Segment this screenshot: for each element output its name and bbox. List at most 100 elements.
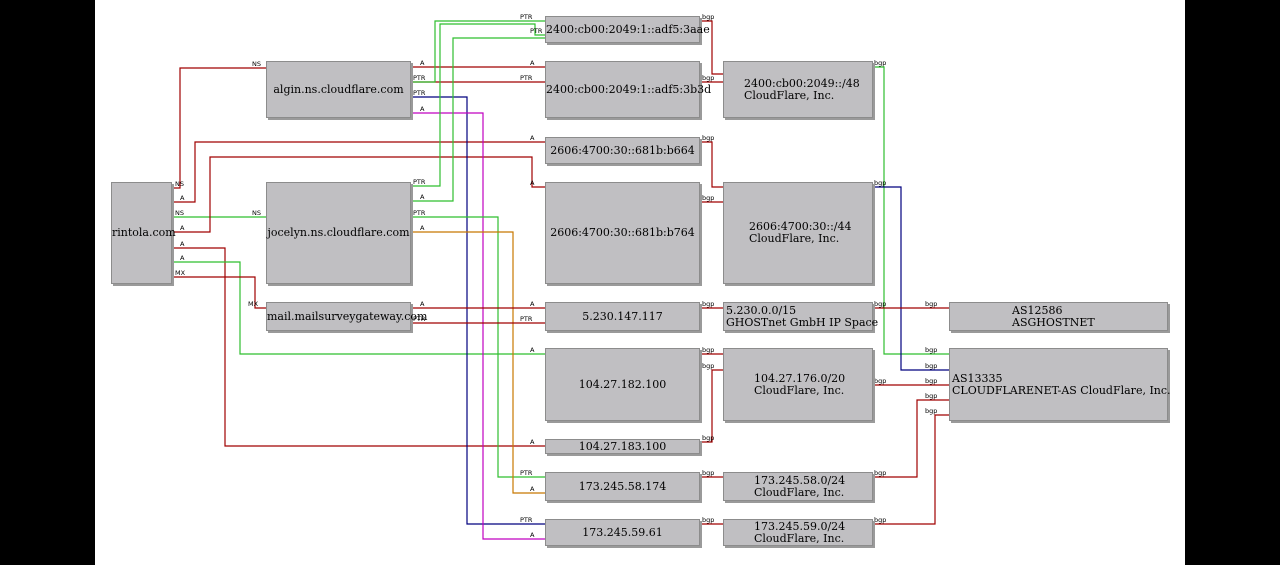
- edge-label-ns: NS: [252, 60, 261, 68]
- edge-label-ptr: PTR: [413, 209, 426, 217]
- node-jocelyn-ns[interactable]: jocelyn.ns.cloudflare.com: [266, 182, 411, 284]
- edge-label-bgp: bgp: [925, 346, 937, 354]
- edge-algin-a-59: [411, 112, 545, 540]
- edge-jocelyn-ptr-3aae: [411, 23, 545, 187]
- edge-label-bgp: bgp: [874, 300, 886, 308]
- edge-label-ptr: PTR: [413, 178, 426, 186]
- edge-label-bgp: bgp: [702, 362, 714, 370]
- edge-label-bgp: bgp: [874, 516, 886, 524]
- node-label: 2606:4700:30::681b:b764: [550, 226, 695, 239]
- node-algin-ns[interactable]: algin.ns.cloudflare.com: [266, 61, 411, 118]
- edge-jocelyn-a-3aae: [411, 37, 545, 202]
- edge-label-bgp: bgp: [925, 407, 937, 415]
- edge-bgp-3aae: [700, 20, 723, 75]
- node-label: jocelyn.ns.cloudflare.com: [267, 226, 410, 239]
- edge-label-ns: NS: [252, 209, 261, 217]
- edge-label-bgp: bgp: [702, 134, 714, 142]
- edge-label-ptr: PTR: [520, 516, 533, 524]
- edge-label-bgp: bgp: [702, 469, 714, 477]
- node-ip-104-182[interactable]: 104.27.182.100: [545, 348, 700, 421]
- edge-a-183: [172, 247, 545, 447]
- edge-label-bgp: bgp: [925, 300, 937, 308]
- edge-label-a: A: [530, 300, 535, 308]
- edge-label-a: A: [530, 134, 535, 142]
- node-label: 104.27.183.100: [578, 439, 667, 453]
- edge-label-a: A: [420, 224, 425, 232]
- edge-label-ptr: PTR: [530, 27, 543, 35]
- edge-label-mx: MX: [248, 300, 259, 308]
- edge-label-bgp: bgp: [702, 300, 714, 308]
- edge-bgp-net59: [873, 414, 949, 525]
- node-ip-2400-3b3d[interactable]: 2400:cb00:2049:1::adf5:3b3d: [545, 61, 712, 118]
- edge-label-a: A: [420, 59, 425, 67]
- edge-label-a: A: [530, 485, 535, 493]
- node-ip-2400-3aae[interactable]: 2400:cb00:2049:1::adf5:3aae: [545, 16, 710, 43]
- edge-label-ns: NS: [175, 209, 184, 217]
- node-ip-173-59[interactable]: 173.245.59.61: [545, 519, 700, 546]
- edge-label-bgp: bgp: [874, 59, 886, 67]
- node-ip-2606-b764[interactable]: 2606:4700:30::681b:b764: [545, 182, 700, 284]
- edge-label-a: A: [180, 224, 185, 232]
- edge-label-bgp: bgp: [702, 74, 714, 82]
- node-label: 2606:4700:30::681b:b664: [550, 143, 695, 157]
- node-label: rintola.com: [112, 226, 176, 239]
- edge-bgp-net58: [873, 399, 949, 478]
- node-ip-173-58[interactable]: 173.245.58.174: [545, 472, 700, 501]
- edge-jocelyn-a-58: [411, 231, 545, 494]
- edge-label-bgp: bgp: [925, 392, 937, 400]
- edge-label-bgp: bgp: [702, 13, 714, 21]
- edge-label-bgp: bgp: [925, 362, 937, 370]
- edge-a-182: [172, 261, 545, 355]
- edge-a-b664: [172, 141, 545, 203]
- edge-label-bgp: bgp: [702, 434, 714, 442]
- node-mail-mx[interactable]: mail.mailsurveygateway.com: [266, 302, 428, 331]
- edge-label-ptr: PTR: [520, 315, 533, 323]
- edge-label-ptr: PTR: [413, 315, 426, 323]
- edge-label-a: A: [530, 346, 535, 354]
- edge-algin-ptr-3aae: [411, 20, 545, 83]
- node-ip-2606-b664[interactable]: 2606:4700:30::681b:b664: [545, 137, 700, 164]
- node-label: 173.245.58.174: [578, 479, 667, 493]
- edge-label-ptr: PTR: [413, 89, 426, 97]
- edge-mx: [172, 276, 266, 309]
- edge-bgp-net2400: [873, 66, 949, 355]
- node-label: 2400:cb00:2049:1::adf5:3aae: [546, 22, 710, 36]
- node-ip-104-183[interactable]: 104.27.183.100: [545, 439, 700, 454]
- edge-a-b764: [172, 156, 545, 233]
- edge-label-ns: NS: [175, 180, 184, 188]
- node-label: mail.mailsurveygateway.com: [267, 309, 428, 323]
- node-ip-5-230[interactable]: 5.230.147.117: [545, 302, 700, 331]
- edge-label-a: A: [530, 438, 535, 446]
- edge-bgp-net2606: [873, 186, 949, 371]
- edge-label-a: A: [530, 531, 535, 539]
- edge-label-a: A: [530, 179, 535, 187]
- edge-ns-algin: [172, 67, 266, 189]
- edge-bgp-b664: [700, 141, 723, 188]
- edge-label-bgp: bgp: [874, 179, 886, 187]
- node-rintola-com[interactable]: rintola.com: [111, 182, 176, 284]
- edge-label-ptr: PTR: [413, 74, 426, 82]
- edge-label-a: A: [420, 105, 425, 113]
- edge-label-a: A: [420, 193, 425, 201]
- edge-algin-ptr-59: [411, 96, 545, 525]
- edge-label-bgp: bgp: [702, 194, 714, 202]
- edge-label-a: A: [180, 240, 185, 248]
- node-label: 2400:cb00:2049:1::adf5:3b3d: [546, 82, 712, 96]
- edge-label-bgp: bgp: [702, 346, 714, 354]
- edge-label-bgp: bgp: [925, 377, 937, 385]
- edge-label-mx: MX: [175, 269, 186, 277]
